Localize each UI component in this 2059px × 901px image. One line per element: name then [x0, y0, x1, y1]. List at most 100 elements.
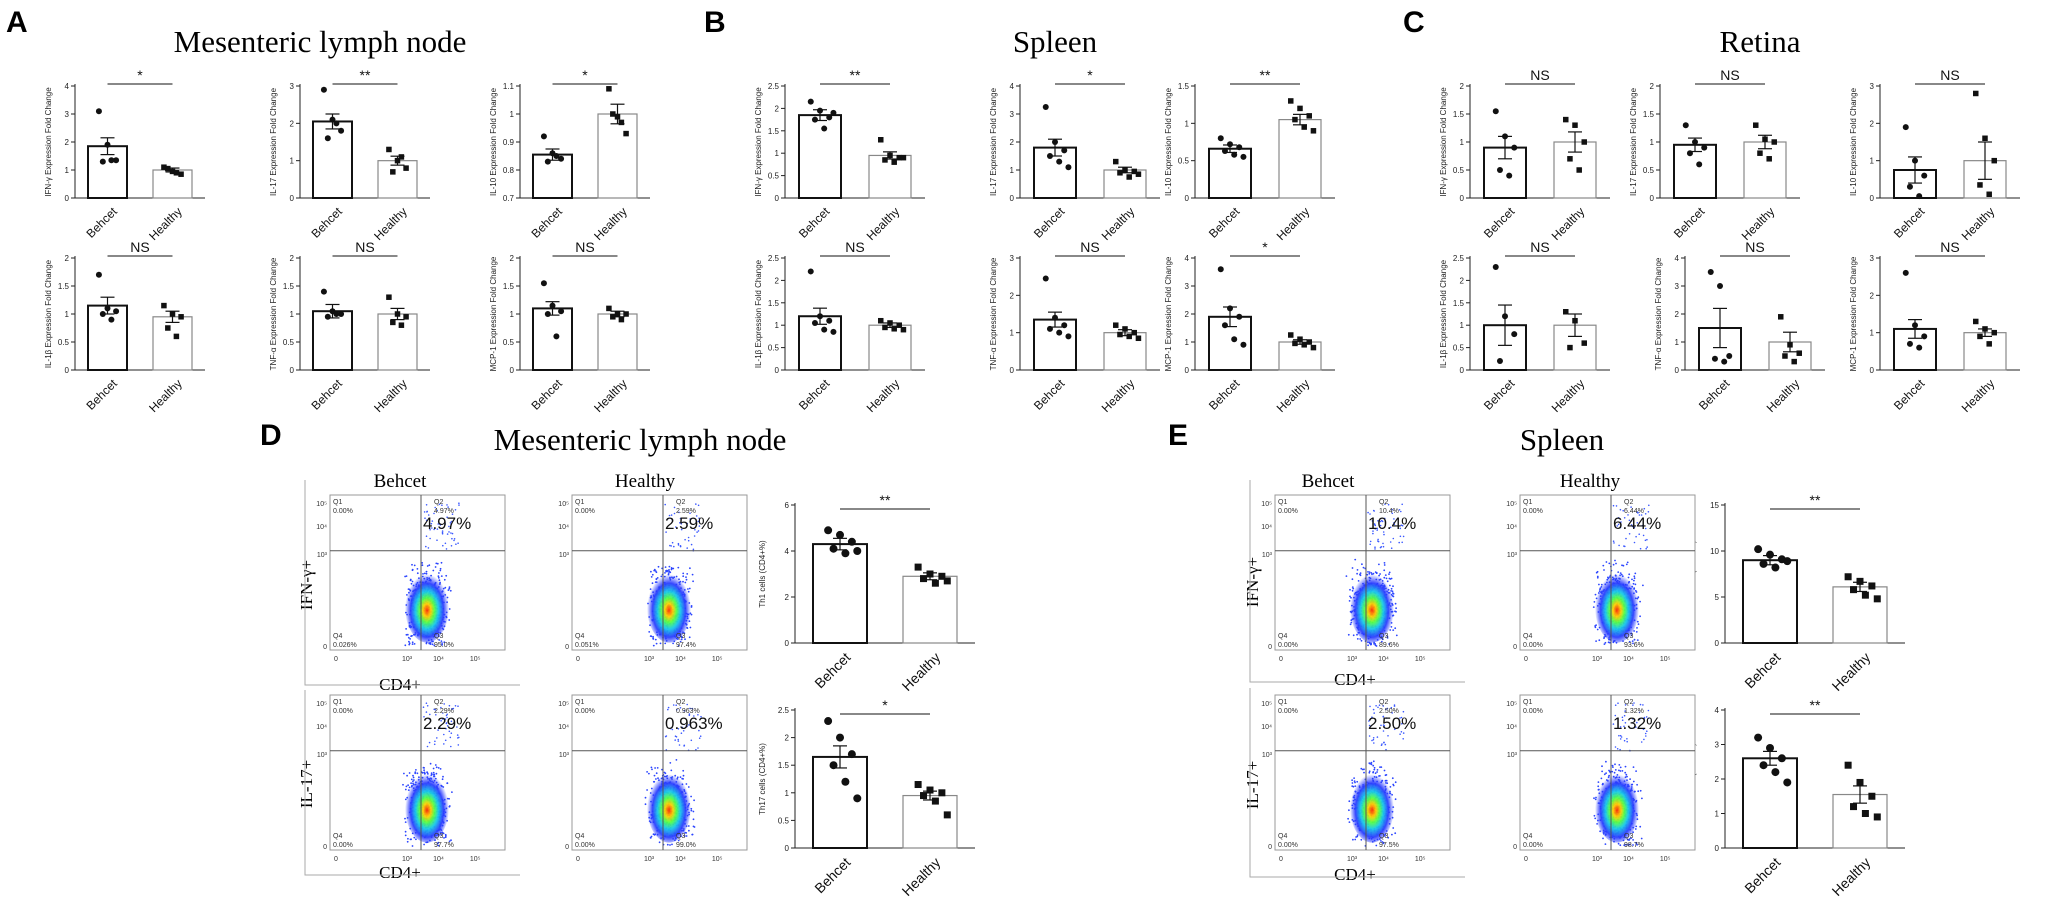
flow-event: [1614, 763, 1616, 766]
quadrant-q4-value: 0.00%: [333, 842, 353, 849]
flow-event: [666, 843, 669, 846]
data-point: [1310, 128, 1317, 134]
flow-event: [672, 704, 675, 706]
flow-event: [653, 774, 656, 777]
y-axis-label: IFN-γ Expression Fold Change: [754, 87, 763, 197]
flow-event: [1361, 563, 1363, 566]
data-point: [1227, 305, 1233, 312]
flow-event: [1352, 634, 1355, 637]
flow-event: [1623, 517, 1626, 519]
flow-event: [444, 523, 447, 525]
flow-event: [1601, 770, 1603, 773]
quadrant-q4-label: Q4: [1278, 633, 1287, 640]
chart-a3: 0.70.80.911.1IL-10 Expression Fold Chang…: [489, 67, 650, 243]
flow-event: [697, 714, 699, 716]
data-point: [1122, 326, 1128, 332]
data-point: [178, 314, 184, 320]
flow-event: [1619, 734, 1622, 737]
y-axis-label: IL-17 Expression Fold Change: [989, 87, 998, 196]
flow-event: [1614, 769, 1617, 771]
data-point: [1052, 314, 1058, 321]
flow-event: [438, 572, 440, 574]
quadrant-q4-value: 0.00%: [1523, 642, 1543, 649]
data-point: [544, 158, 551, 165]
flow-event: [1367, 644, 1369, 647]
flow-event: [1646, 546, 1648, 548]
y-tick-label: 0: [323, 644, 327, 651]
flow-event: [1619, 526, 1622, 529]
flow-event: [1635, 842, 1638, 845]
panel-letter-a: A: [6, 6, 28, 39]
flow-event: [441, 642, 443, 644]
data-point: [1707, 269, 1714, 275]
panel-title-d: Mesenteric lymph node: [494, 422, 787, 457]
y-tick-label: 0: [65, 194, 70, 203]
flow-event: [1646, 538, 1648, 541]
data-point: [829, 761, 838, 770]
quadrant-q4-label: Q4: [575, 833, 584, 840]
flow-event: [675, 704, 677, 706]
flow-event: [689, 518, 691, 520]
y-tick-label: 10³: [317, 552, 328, 559]
y-tick-label: 2.5: [1453, 254, 1465, 263]
flow-event: [1385, 717, 1388, 719]
flow-event: [693, 715, 695, 717]
flow-event: [426, 705, 429, 707]
flow-event: [1632, 839, 1634, 841]
flow-event: [692, 548, 695, 551]
category-label: Behcet: [529, 376, 566, 413]
data-point: [386, 294, 392, 300]
flow-event: [1642, 704, 1644, 706]
flow-event: [669, 762, 672, 764]
flow-event: [436, 562, 439, 565]
data-point: [1791, 358, 1797, 365]
flow-event: [428, 718, 431, 720]
panel-letter-c: C: [1403, 6, 1425, 39]
flow-event: [677, 644, 680, 647]
y-axis-label: IL-10 Expression Fold Change: [1164, 87, 1173, 196]
flow-header-e-healthy: Healthy: [1560, 471, 1621, 492]
data-point: [1236, 144, 1243, 151]
flow-event: [1385, 577, 1388, 580]
category-label: Behcet: [796, 376, 833, 413]
flow-event: [448, 586, 451, 588]
flow-event: [652, 638, 655, 640]
y-tick-label: 0.5: [1643, 166, 1655, 175]
flow-event: [1392, 827, 1395, 829]
flow-event: [684, 538, 686, 541]
flow-event: [681, 636, 683, 638]
category-label: Behcet: [1481, 204, 1518, 241]
y-tick-label: 1: [1185, 338, 1190, 347]
y-tick-label: 4: [65, 82, 70, 91]
flow-event: [1631, 640, 1634, 642]
data-point: [1061, 322, 1068, 329]
data-point: [333, 120, 340, 127]
flow-event: [650, 835, 653, 838]
flow-event: [407, 837, 409, 840]
y-tick-label: 15: [1710, 501, 1719, 510]
flow-event: [1648, 504, 1650, 507]
data-point: [1496, 358, 1503, 365]
category-label: Behcet: [84, 376, 121, 413]
data-point: [1576, 167, 1582, 173]
flow-event: [1375, 844, 1378, 847]
flow-event: [1384, 708, 1387, 711]
flow-event: [1592, 606, 1595, 608]
y-axis-label: TNF-α Expression Fold Change: [1654, 257, 1663, 370]
flow-event: [1636, 843, 1638, 846]
y-tick-label: 2: [1460, 276, 1465, 285]
x-tick-label: 0: [576, 656, 580, 663]
data-point: [618, 316, 625, 323]
y-tick-label: 0: [1185, 366, 1190, 375]
data-point: [841, 549, 850, 558]
flow-event: [1638, 533, 1640, 535]
bar-healthy: [902, 575, 958, 644]
x-tick-label: 10⁴: [1378, 856, 1389, 863]
data-point: [544, 311, 551, 317]
data-point: [1771, 768, 1780, 777]
y-tick-label: 3: [1675, 282, 1680, 291]
